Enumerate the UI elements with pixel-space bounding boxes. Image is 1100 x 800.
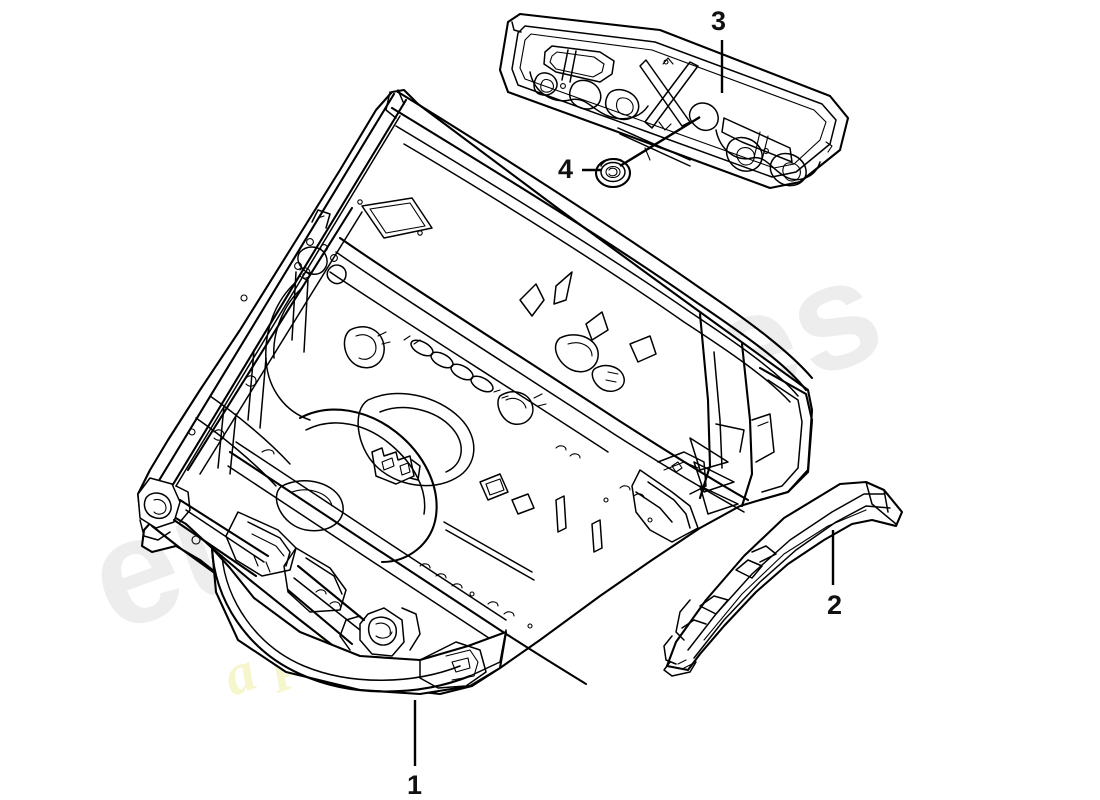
part-3-cowl-panel bbox=[498, 12, 850, 190]
callout-label-1[interactable]: 1 bbox=[407, 770, 423, 800]
part-1-front-end-assembly bbox=[136, 88, 814, 696]
part-4-grommet bbox=[594, 115, 701, 189]
callout-label-3[interactable]: 3 bbox=[711, 6, 727, 36]
part-2-side-member bbox=[663, 480, 904, 677]
callout-label-2[interactable]: 2 bbox=[827, 590, 843, 620]
callout-label-4[interactable]: 4 bbox=[558, 154, 574, 184]
